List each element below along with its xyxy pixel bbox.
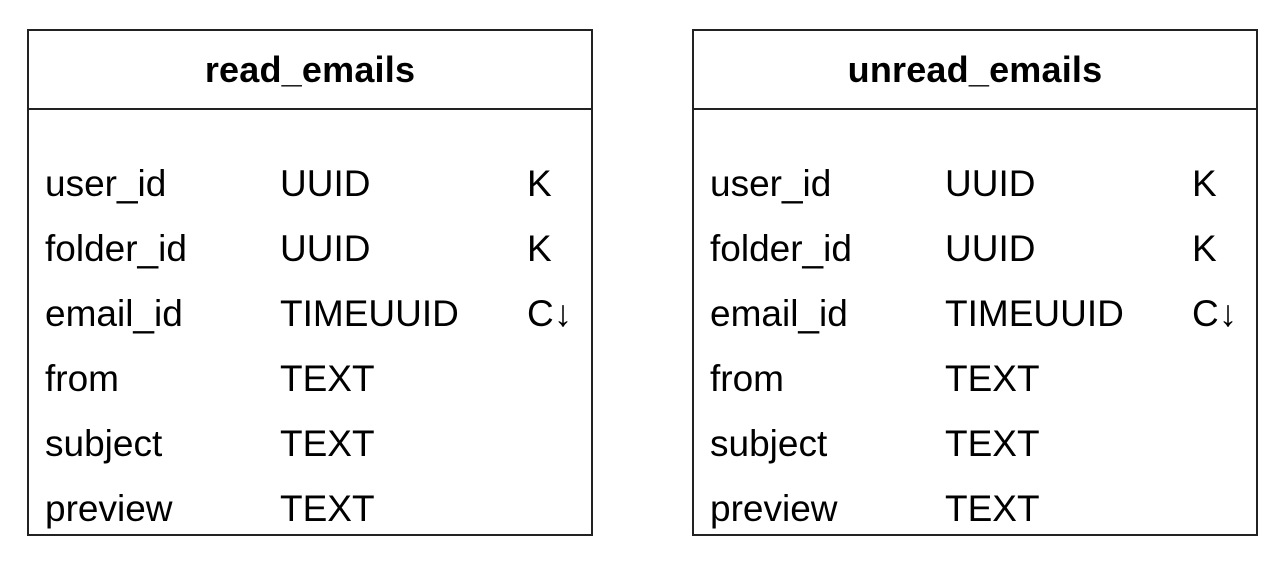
column-name: folder_id (45, 228, 187, 269)
column-row: user_id UUID K (694, 164, 1256, 228)
column-type: TEXT (945, 488, 1040, 529)
column-key: K (1192, 228, 1217, 269)
table-read-emails: read_emails user_id UUID K folder_id UUI… (27, 29, 593, 536)
column-name: preview (710, 488, 838, 529)
column-type: TIMEUUID (280, 293, 459, 334)
column-key: K (527, 228, 552, 269)
column-type: TEXT (945, 358, 1040, 399)
table-title: unread_emails (694, 31, 1256, 110)
column-name: user_id (710, 163, 832, 204)
column-name: user_id (45, 163, 167, 204)
column-name: email_id (710, 293, 848, 334)
column-key: C↓ (1192, 293, 1238, 334)
table-columns: user_id UUID K folder_id UUID K email_id… (694, 110, 1256, 536)
column-row: subject TEXT (29, 424, 591, 488)
column-type: TEXT (280, 423, 375, 464)
column-key: K (1192, 163, 1217, 204)
column-type: UUID (280, 228, 371, 269)
column-row: folder_id UUID K (694, 229, 1256, 293)
column-type: UUID (280, 163, 371, 204)
column-type: UUID (945, 163, 1036, 204)
column-row: email_id TIMEUUID C↓ (694, 294, 1256, 358)
column-name: subject (45, 423, 163, 464)
column-type: TIMEUUID (945, 293, 1124, 334)
column-type: TEXT (945, 423, 1040, 464)
table-columns: user_id UUID K folder_id UUID K email_id… (29, 110, 591, 536)
column-key: C↓ (527, 293, 573, 334)
column-name: from (45, 358, 119, 399)
column-row: subject TEXT (694, 424, 1256, 488)
column-row: user_id UUID K (29, 164, 591, 228)
column-name: folder_id (710, 228, 852, 269)
column-name: from (710, 358, 784, 399)
column-name: email_id (45, 293, 183, 334)
column-type: TEXT (280, 358, 375, 399)
column-type: TEXT (280, 488, 375, 529)
column-row: preview TEXT (694, 489, 1256, 553)
column-name: preview (45, 488, 173, 529)
table-unread-emails: unread_emails user_id UUID K folder_id U… (692, 29, 1258, 536)
column-row: folder_id UUID K (29, 229, 591, 293)
column-row: from TEXT (29, 359, 591, 423)
column-row: from TEXT (694, 359, 1256, 423)
column-row: email_id TIMEUUID C↓ (29, 294, 591, 358)
column-key: K (527, 163, 552, 204)
table-title: read_emails (29, 31, 591, 110)
column-name: subject (710, 423, 828, 464)
column-row: preview TEXT (29, 489, 591, 553)
column-type: UUID (945, 228, 1036, 269)
